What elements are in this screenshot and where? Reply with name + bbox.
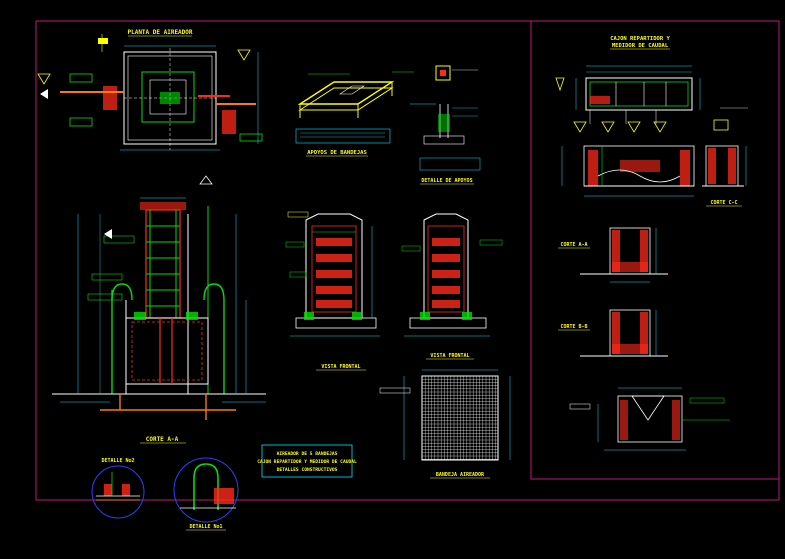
plan-title: PLANTA DE AIREADOR — [127, 29, 192, 36]
info-box: AIREADOR DE 5 BANDEJAS CAJON REPARTIDOR … — [257, 444, 357, 478]
section-aa-small: CORTE A-A — [558, 227, 668, 283]
detail-1: DETALLE No1 — [173, 457, 239, 531]
distribution-box-section — [561, 145, 695, 197]
plan-view: PLANTA DE AIREADOR — [37, 29, 263, 151]
detalle-apoyos-title: DETALLE DE APOYOS — [421, 178, 472, 184]
cajon-title-1: CAJON REPARTIDOR Y — [610, 36, 670, 42]
corte-aa-title: CORTE A-A — [146, 436, 179, 443]
vista-frontal-2-title: VISTA FRONTAL — [430, 353, 469, 359]
aerator-tray-grid: BANDEJA AIREADOR — [379, 369, 511, 479]
bandeja-title: BANDEJA AIREADOR — [436, 472, 485, 478]
detail-2: DETALLE No2 — [91, 458, 145, 519]
section-aa: CORTE A-A — [52, 175, 266, 444]
corte-aa2-title: CORTE A-A — [560, 242, 587, 248]
detalle-2-title: DETALLE No2 — [101, 458, 134, 464]
tray-supports-iso: APOYOS DE BANDEJAS — [295, 71, 414, 157]
front-view-2: VISTA FRONTAL — [401, 213, 503, 360]
vista-frontal-1-title: VISTA FRONTAL — [321, 364, 360, 370]
info-line-1: AIREADOR DE 5 BANDEJAS — [277, 451, 338, 457]
apoyos-title: APOYOS DE BANDEJAS — [307, 150, 367, 156]
info-line-2: CAJON REPARTIDOR Y MEDIDOR DE CAUDAL — [257, 459, 357, 465]
section-bb: CORTE B-B — [558, 309, 668, 357]
info-line-3: DETALLES CONSTRUCTIVOS — [277, 467, 338, 473]
corte-bb-title: CORTE B-B — [560, 324, 587, 330]
weir-section — [569, 387, 730, 451]
front-view-1: VISTA FRONTAL — [285, 211, 380, 371]
detalle-1-title: DETALLE No1 — [189, 524, 222, 530]
distribution-box-plan: CAJON REPARTIDOR Y MEDIDOR DE CAUDAL — [555, 36, 701, 133]
cajon-title-2: MEDIDOR DE CAUDAL — [612, 43, 669, 49]
section-cc: CORTE C-C — [702, 107, 748, 207]
corte-cc-title: CORTE C-C — [710, 200, 737, 206]
outer-frame — [35, 20, 780, 501]
right-panel-frame — [530, 20, 780, 480]
support-detail: DETALLE DE APOYOS — [410, 65, 481, 185]
